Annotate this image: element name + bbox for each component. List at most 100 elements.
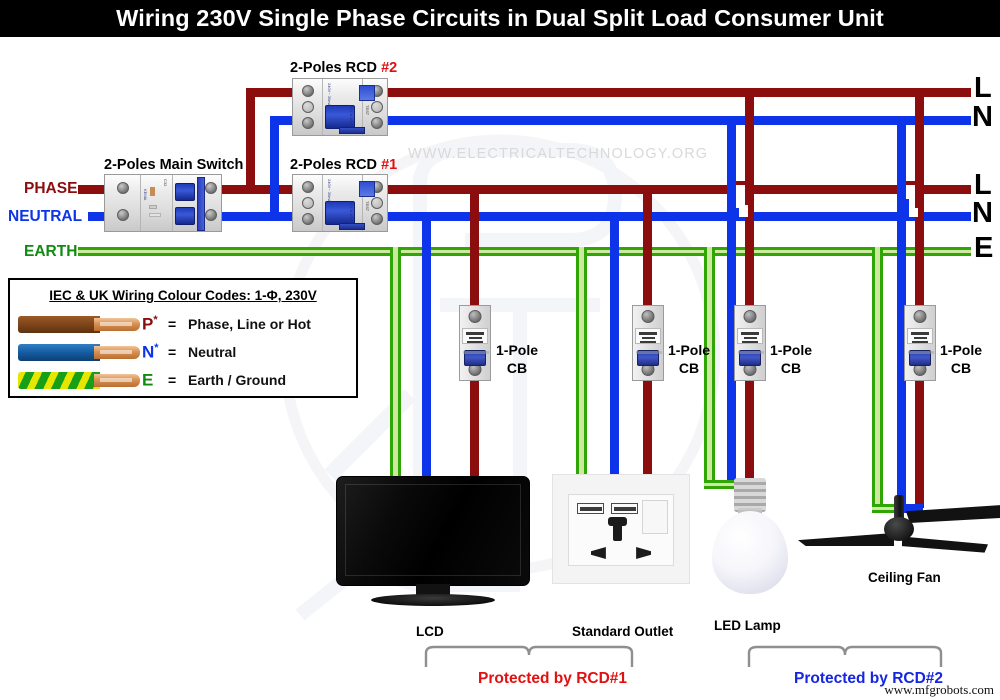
wire-c1-phase-lower [470,380,479,485]
legend-row-earth: E = Earth / Ground [18,366,348,394]
page-title: Wiring 230V Single Phase Circuits in Dua… [116,5,884,31]
led-lamp-load [712,478,788,594]
wire-c3-neutral-continuity [727,199,736,217]
breaker-1-line1: 1-Pole [496,342,539,358]
wire-c4-phase-lower [915,380,924,508]
wire-c1-neutral [422,212,431,485]
rcd1-label-text: 2-Poles RCD [290,157,382,173]
breaker-4-label: 1-Pole CB [940,342,982,377]
page-title-bar: Wiring 230V Single Phase Circuits in Dua… [0,0,1000,37]
rcd1-label-hash: #1 [381,157,398,173]
legend-text-phase: Phase, Line or Hot [188,316,311,332]
wire-c4-neutral-continuity [897,199,906,217]
legend-eq-earth: = [168,372,177,388]
site-watermark: WWW.ELECTRICALTECHNOLOGY.ORG [408,146,709,162]
wire-c3-neutral-lower [727,208,736,480]
crossover-gap-c4-phase [906,185,920,194]
lcd-tv-load [336,476,530,606]
ceiling-fan-load [798,495,1000,585]
wire-phase-into-rcd2 [246,88,294,97]
crossover-bridge-c3-neutral-b [730,199,748,208]
breaker-3-label: 1-Pole CB [770,342,812,377]
wire-earth-bar-main [78,247,758,256]
rcd2-label-text: 2-Poles RCD [290,60,382,76]
legend-eq-neutral: = [168,344,177,360]
rail-label-top-l: L [974,72,992,104]
wiring-colour-legend: IEC & UK Wiring Colour Codes: 1-Φ, 230V … [8,278,358,398]
breaker-1-label: 1-Pole CB [496,342,538,377]
label-phase: PHASE [24,180,78,197]
wire-neutral-into-rcd2 [270,116,294,125]
wire-c2-phase-lower [643,380,652,480]
breaker-4-line1: 1-Pole [940,342,983,358]
wire-c4-neutral-upper [897,116,906,208]
blue-cable-icon [18,343,142,361]
credit-watermark: www.mfgrobots.com [884,682,994,697]
rcd2-group-label: Protected by RCD#2 [794,670,944,687]
legend-symbol-neutral: N* [142,342,159,362]
lcd-label: LCD [416,624,444,639]
breaker-2[interactable] [632,305,664,381]
legend-title: IEC & UK Wiring Colour Codes: 1-Φ, 230V [49,288,317,303]
wire-earth-bar-right [752,247,971,256]
legend-symbol-phase: P* [142,314,158,334]
rcd1-group-label: Protected by RCD#1 [478,670,628,687]
breaker-3-line1: 1-Pole [770,342,813,358]
wire-c4-neutral-lower [897,208,906,510]
breaker-1-line2: CB [506,359,528,376]
legend-text-neutral: Neutral [188,344,237,360]
outlet-label: Standard Outlet [572,624,674,639]
legend-text-earth: Earth / Ground [188,372,286,388]
wire-lamp-earth-bend [704,480,744,489]
busbar-phase-rcd2 [388,88,971,97]
crossover-gap-c4-neutral [900,208,918,217]
wire-c2-earth [576,247,587,480]
crossover-gap-c3-neutral [730,208,748,217]
rail-label-bottom-n: N [972,197,993,229]
ceiling-fan-label: Ceiling Fan [868,570,941,585]
crossover-gap-c3-phase [736,185,750,194]
breaker-4[interactable] [904,305,936,381]
wire-fan-neutral-bend [897,504,923,513]
wire-c1-phase-upper [470,185,479,305]
rcd1-group-brace [424,645,634,667]
legend-row-neutral: N* = Neutral [18,338,348,366]
rail-label-top-n: N [972,101,993,133]
rcd1-device[interactable]: 240V~ 30mA RCCB 63A TEST [292,174,388,232]
wire-c4-phase-continuity [915,185,924,205]
breaker-3-line2: CB [780,359,802,376]
wire-neutral-to-rcd1 [248,212,294,221]
breaker-3[interactable] [734,305,766,381]
wire-c3-phase-continuity [745,185,754,205]
standard-outlet-load [552,474,690,584]
rail-label-bottom-l: L [974,169,992,201]
breaker-2-label: 1-Pole CB [668,342,710,377]
green-yellow-cable-icon [18,371,142,389]
rcd2-label-hash: #2 [381,60,398,76]
busbar-neutral-rcd1 [388,212,971,221]
label-neutral: NEUTRAL [8,208,83,225]
wire-c3-neutral-upper [727,116,736,208]
wire-c2-neutral [610,212,619,480]
legend-row-phase: P* = Phase, Line or Hot [18,310,348,338]
breaker-2-line1: 1-Pole [668,342,711,358]
wire-c4-earth [872,247,883,512]
rcd2-group-brace [747,645,943,667]
wire-neutral-riser-rcd2 [270,116,279,216]
busbar-neutral-rcd2 [388,116,971,125]
busbar-phase-rcd1 [388,185,971,194]
breaker-2-line2: CB [678,359,700,376]
rail-label-bottom-e: E [974,232,994,264]
wire-c1-earth [390,247,401,485]
rcd1-label: 2-Poles RCD #1 [290,157,397,174]
main-switch-device[interactable]: KEMA C32 [104,174,222,232]
rcd2-device[interactable]: 240V~ 30mA RCCB 63A TEST [292,78,388,136]
breaker-4-line2: CB [950,359,972,376]
rcd2-label: 2-Poles RCD #2 [290,60,397,77]
legend-eq-phase: = [168,316,177,332]
label-earth: EARTH [24,243,78,260]
legend-symbol-earth: E [142,370,154,390]
led-lamp-label: LED Lamp [714,618,781,633]
breaker-1[interactable] [459,305,491,381]
